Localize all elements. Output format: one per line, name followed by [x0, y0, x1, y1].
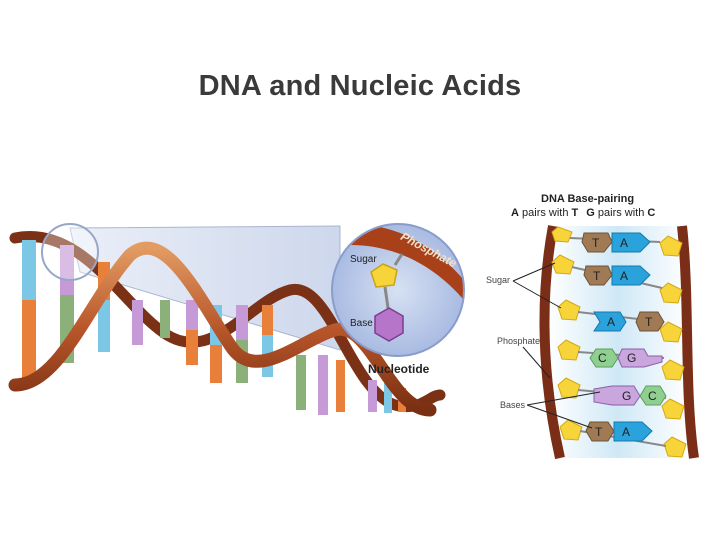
base-hexagon — [374, 307, 404, 342]
bases-leader — [526, 391, 601, 406]
phosphate-side-label: Phosphate — [497, 336, 540, 346]
sugar-side-label: Sugar — [486, 275, 510, 285]
base-pairing-heading: DNA Base-pairing — [541, 193, 634, 205]
left-backbone — [539, 225, 565, 460]
svg-text:A: A — [620, 269, 628, 283]
base-pair-row: T A — [579, 421, 667, 447]
bases-side-label: Bases — [500, 400, 526, 410]
svg-text:A: A — [622, 425, 630, 439]
right-sugars — [659, 235, 687, 458]
base-label: Base — [350, 318, 373, 329]
base-pair-row: T A — [569, 232, 661, 253]
svg-text:G: G — [627, 351, 636, 365]
slide-title: DNA and Nucleic Acids — [198, 70, 522, 102]
phosphate-band — [350, 225, 463, 305]
svg-text:T: T — [593, 269, 601, 283]
svg-text:C: C — [648, 389, 657, 403]
base-pair-row: G C — [577, 385, 667, 406]
zoom-circle — [41, 223, 99, 281]
base-pair-row: C G — [577, 348, 665, 368]
svg-text:T: T — [592, 236, 600, 250]
base-pair-row: A T — [577, 311, 665, 332]
sugar-leader — [512, 280, 562, 309]
sugar-base-bond — [383, 286, 390, 309]
svg-text:C: C — [598, 351, 607, 365]
bases-leader — [526, 404, 593, 429]
nucleotide-label: Nucleotide — [368, 362, 430, 376]
sugar-phosphate-bond — [393, 253, 404, 266]
sugar-leader — [512, 262, 556, 282]
sugar-pentagon — [370, 263, 398, 288]
sugar-label: Sugar — [350, 254, 377, 265]
right-backbone — [677, 225, 699, 459]
svg-text:A: A — [607, 315, 615, 329]
phosphate-leader — [522, 346, 551, 379]
left-sugars — [551, 226, 583, 441]
svg-text:T: T — [595, 425, 603, 439]
svg-text:G: G — [622, 389, 631, 403]
svg-text:A: A — [620, 236, 628, 250]
nucleotide-closeup: Phosphate Sugar Base Nucleotide — [331, 223, 465, 376]
base-pair-row: T A — [571, 265, 663, 289]
svg-text:T: T — [645, 315, 653, 329]
